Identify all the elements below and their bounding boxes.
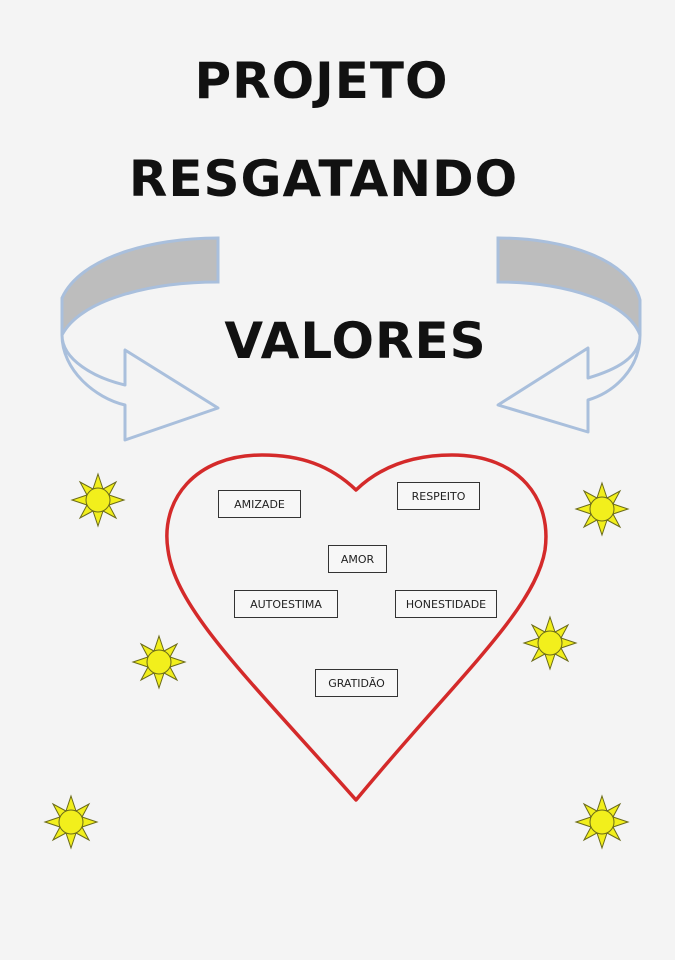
curved-arrow-right-icon (496, 236, 642, 434)
value-box-gratidao: GRATIDÃO (315, 669, 398, 697)
title-line-2: RESGATANDO (128, 150, 519, 208)
value-box-amor: AMOR (328, 545, 387, 573)
value-box-honestidade: HONESTIDADE (395, 590, 497, 618)
heart-icon (165, 453, 548, 802)
curved-arrow-left-icon (60, 236, 220, 442)
sun-icon (575, 482, 629, 536)
sun-icon (44, 795, 98, 849)
title-line-3: VALORES (224, 312, 487, 370)
sun-icon (132, 635, 186, 689)
value-box-respeito: RESPEITO (397, 482, 480, 510)
title-line-1: PROJETO (194, 52, 449, 110)
value-box-autoestima: AUTOESTIMA (234, 590, 338, 618)
sun-icon (575, 795, 629, 849)
sun-icon (523, 616, 577, 670)
value-box-amizade: AMIZADE (218, 490, 301, 518)
sun-icon (71, 473, 125, 527)
